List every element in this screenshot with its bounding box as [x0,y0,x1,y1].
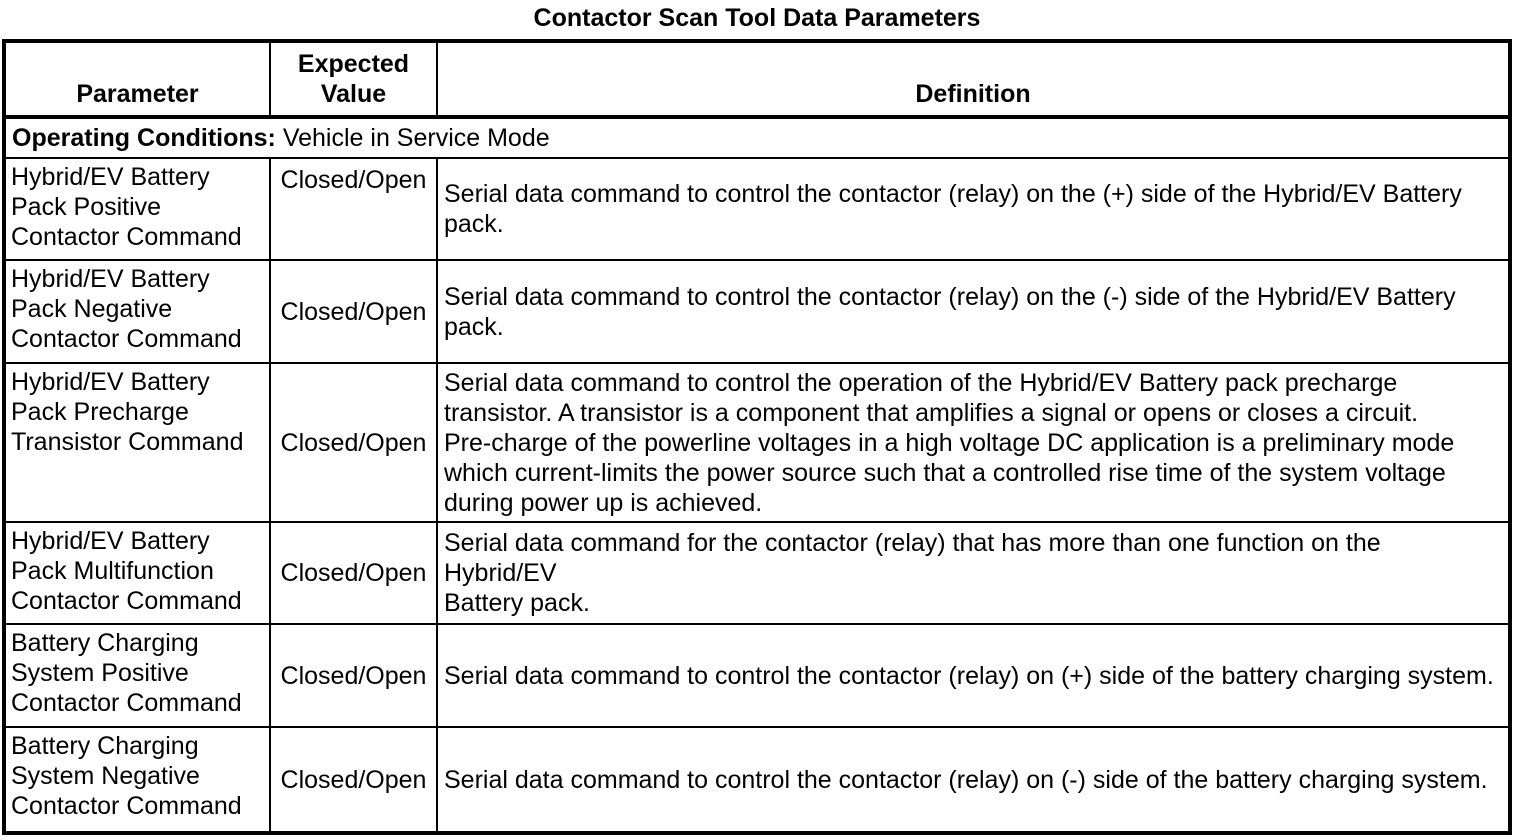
operating-conditions-value: Vehicle in Service Mode [282,124,550,152]
col-header-parameter: Parameter [3,40,271,119]
definition-cell: Serial data command to control the conta… [436,157,1511,261]
expected-value-cell: Closed/Open [269,726,438,834]
expected-value-cell: Closed/Open [269,362,438,523]
col-header-definition: Definition [436,40,1511,119]
parameter-cell: Battery Charging System Negative Contact… [3,726,271,834]
parameter-cell: Hybrid/EV Battery Pack Negative Contacto… [3,259,271,364]
parameter-cell: Hybrid/EV Battery Pack Multifunction Con… [3,521,271,625]
parameter-cell: Hybrid/EV Battery Pack Precharge Transis… [3,362,271,523]
table-row: Battery Charging System Negative Contact… [3,726,1511,834]
operating-conditions-row: Operating Conditions: Vehicle in Service… [3,116,1511,159]
definition-cell: Serial data command for the contactor (r… [436,521,1511,625]
header-row: Parameter Expected Value Definition [3,40,1511,119]
contactor-parameters-table: Parameter Expected Value Definition Oper… [2,39,1512,835]
col-header-expected-value: Expected Value [269,40,438,119]
table-row: Battery Charging System Positive Contact… [3,623,1511,728]
expected-value-cell: Closed/Open [269,623,438,728]
page-title: Contactor Scan Tool Data Parameters [533,4,981,32]
parameter-cell: Battery Charging System Positive Contact… [3,623,271,728]
parameter-cell: Hybrid/EV Battery Pack Positive Contacto… [3,157,271,261]
table-row: Hybrid/EV Battery Pack Precharge Transis… [3,362,1511,523]
operating-conditions-cell: Operating Conditions: Vehicle in Service… [3,116,1511,159]
table-row: Hybrid/EV Battery Pack Positive Contacto… [3,157,1511,261]
expected-value-cell: Closed/Open [269,157,438,261]
expected-value-cell: Closed/Open [269,521,438,625]
operating-conditions-label: Operating Conditions: [12,124,276,152]
definition-cell: Serial data command to control the conta… [436,259,1511,364]
definition-cell: Serial data command to control the conta… [436,726,1511,834]
definition-cell: Serial data command to control the opera… [436,362,1511,523]
definition-cell: Serial data command to control the conta… [436,623,1511,728]
expected-value-cell: Closed/Open [269,259,438,364]
table-row: Hybrid/EV Battery Pack Multifunction Con… [3,521,1511,625]
table-row: Hybrid/EV Battery Pack Negative Contacto… [3,259,1511,364]
